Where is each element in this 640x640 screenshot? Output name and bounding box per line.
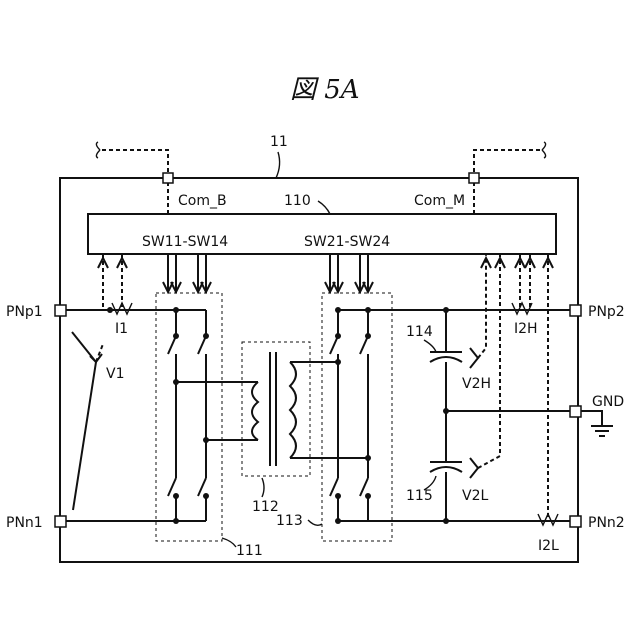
i2h-label: I2H xyxy=(514,321,538,337)
secondary-transformer-leads xyxy=(290,362,368,458)
v2h-sense-arrow xyxy=(470,348,478,368)
ref-112-label: 112 xyxy=(252,499,279,515)
com-m-terminal xyxy=(469,173,479,183)
ref-114-leader xyxy=(424,340,436,352)
transformer-core xyxy=(270,352,276,466)
sw21-sw24-command-arrows xyxy=(325,254,373,292)
sw-group-2-label: SW21-SW24 xyxy=(304,234,390,250)
ref-110-leader xyxy=(318,201,330,214)
primary-lower-switches xyxy=(168,478,206,496)
v2l-label: V2L xyxy=(462,488,488,504)
secondary-bus-wires xyxy=(338,310,570,521)
secondary-upper-switch-leads xyxy=(338,310,368,336)
sw-group-1-label: SW11-SW14 xyxy=(142,234,228,250)
com-b-line-end xyxy=(96,142,100,158)
primary-upper-switch-leads xyxy=(176,310,206,336)
pnn1-label: PNn1 xyxy=(6,515,43,531)
capacitor-114-plate-bottom xyxy=(430,357,462,362)
pnn2-terminal xyxy=(570,516,581,527)
pnp1-terminal xyxy=(55,305,66,316)
ref-113-leader xyxy=(308,520,322,525)
transformer-primary-coil xyxy=(252,382,258,440)
com-m-line-end xyxy=(542,142,546,158)
primary-upper-switches xyxy=(168,336,206,354)
ref-113-label: 113 xyxy=(276,513,303,529)
v2h-label: V2H xyxy=(462,376,491,392)
ground-icon xyxy=(581,411,613,436)
i1-sensor-icon xyxy=(112,303,132,314)
com-m-label: Com_M xyxy=(414,193,465,209)
v2h-sense-line xyxy=(478,254,486,358)
sw11-sw14-command-arrows xyxy=(163,254,211,292)
secondary-upper-switches xyxy=(330,336,368,354)
com-b-line xyxy=(100,150,168,214)
secondary-switch-legs xyxy=(338,354,368,478)
primary-switch-legs xyxy=(176,354,206,478)
ref-110-label: 110 xyxy=(284,193,311,209)
com-b-terminal xyxy=(163,173,173,183)
primary-lower-switch-leads xyxy=(176,496,206,521)
ref-11-leader xyxy=(276,152,280,178)
pnn1-terminal xyxy=(55,516,66,527)
pnp1-label: PNp1 xyxy=(6,304,43,320)
primary-transformer-leads xyxy=(176,382,258,440)
ref-114-label: 114 xyxy=(406,324,433,340)
gnd-terminal xyxy=(570,406,581,417)
secondary-lower-switches xyxy=(330,478,368,496)
capacitor-115-plate-bottom xyxy=(430,467,462,472)
gnd-label: GND xyxy=(592,394,624,410)
secondary-lower-switch-leads xyxy=(338,496,368,521)
figure-title: 図 5A xyxy=(290,75,360,105)
ref-111-leader xyxy=(222,538,236,547)
com-b-label: Com_B xyxy=(178,193,227,209)
v1-label: V1 xyxy=(106,366,124,382)
switch-block-111 xyxy=(156,293,222,541)
primary-nodes xyxy=(107,307,209,524)
switch-block-113 xyxy=(322,293,392,541)
pnp2-label: PNp2 xyxy=(588,304,625,320)
v2l-sense-arrow xyxy=(470,458,478,478)
ref-115-label: 115 xyxy=(406,488,433,504)
i2l-label: I2L xyxy=(538,538,559,554)
pnn2-label: PNn2 xyxy=(588,515,625,531)
i1-label: I1 xyxy=(115,321,128,337)
ref-111-label: 111 xyxy=(236,543,263,559)
ref-112-leader xyxy=(262,478,264,497)
pnp2-terminal xyxy=(570,305,581,316)
i2l-sensor-icon xyxy=(538,514,558,525)
transformer-secondary-coil xyxy=(290,362,296,458)
ref-11-label: 11 xyxy=(270,134,288,150)
com-m-line xyxy=(474,150,542,214)
v2l-sense-line xyxy=(478,254,500,468)
